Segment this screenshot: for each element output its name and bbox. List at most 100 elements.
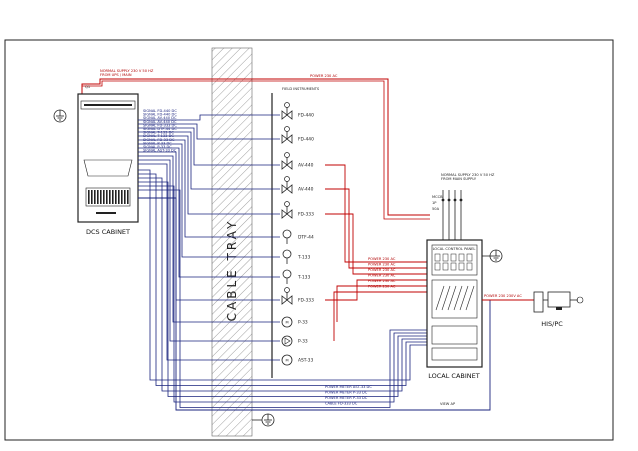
signal-label: SIGNAL AV-440 DC	[143, 120, 177, 124]
signal-cable	[138, 139, 280, 238]
local-power-label: POWER 230 AC	[368, 285, 396, 289]
transmitter-icon	[282, 229, 292, 244]
valve-icon	[281, 201, 293, 219]
relay-mark	[447, 285, 457, 311]
instrument-tag: DTF-44	[298, 235, 314, 241]
instrument-tag: FD-440	[298, 137, 314, 143]
signal-cable	[138, 123, 280, 140]
signal-label: SIGNAL T-133 DC	[143, 131, 174, 135]
dcs-io-cards	[85, 187, 131, 207]
local-power-label: POWER 230 AC	[368, 279, 396, 283]
cabinet-device	[434, 253, 441, 262]
cable-tray-label: CABLE TRAY	[225, 219, 239, 322]
return-cable	[138, 177, 427, 392]
breaker-label-1: MCCB	[432, 195, 443, 199]
transmitter-icon	[282, 269, 292, 284]
signal-label: SIGNAL P-33 DC	[143, 145, 172, 149]
signal-label: SIGNAL FD-440 DC	[143, 113, 177, 117]
signal-cable	[138, 151, 280, 301]
instrument-tag: T-133	[297, 255, 310, 261]
dcs-supply-label: NORMAL SUPPLY 230 V 50 HZ	[100, 69, 154, 73]
dcs-supply-label-2: FROM UPS / MAIN	[100, 73, 132, 77]
valve-icon	[281, 152, 293, 170]
bottom-cable-label: POWER METER P-33 DC	[325, 396, 368, 400]
hmi-label: HIS/PC	[541, 320, 563, 328]
signal-cable	[138, 127, 280, 166]
instrument-tag: AST-33	[298, 358, 313, 364]
signal-cable	[138, 114, 280, 121]
cabinet-device	[442, 262, 449, 271]
signal-label: SIGNAL FD-333 DC	[143, 123, 177, 127]
local-cabinet-label: LOCAL CABINET	[428, 372, 480, 380]
relay-mark	[465, 285, 475, 311]
motor-symbol: M	[285, 321, 288, 325]
bottom-right-label: VIEW AP	[440, 402, 456, 406]
signal-label: SIGNAL P-33 DC	[143, 141, 172, 145]
instrument-tag: P-33	[298, 339, 308, 345]
earth-icon	[53, 109, 67, 123]
return-cable	[138, 181, 427, 397]
relay-mark	[435, 285, 445, 311]
signal-cable	[138, 147, 280, 278]
cabinet-device	[466, 253, 473, 262]
instrument-power-line	[333, 291, 427, 341]
return-cable	[138, 173, 427, 386]
valve-icon	[281, 102, 293, 120]
signal-label: SIGNAL AV-440 DC	[143, 116, 177, 120]
local-power-label: POWER 230 AC	[368, 274, 396, 278]
bottom-cable-labels: POWER METER AST-33 DC POWER METER P-33 DC…	[325, 385, 372, 406]
hmi-station: POWER 230 230V AC HIS/PC	[482, 291, 584, 328]
motor-icon: M	[281, 316, 293, 328]
dcs-cabinet-label: DCS CABINET	[86, 228, 130, 236]
motor-icon: M	[281, 354, 293, 366]
bottom-cable-label: POWER METER AST-33 DC	[325, 385, 372, 389]
bottom-cable-label: CABLE FD-333 DC	[325, 402, 358, 406]
signal-cable	[138, 131, 280, 190]
cabinet-device	[466, 262, 473, 271]
transmitter-icon	[282, 249, 292, 264]
signal-label: SIGNAL DTF-44 DC	[143, 127, 177, 131]
local-power-label: POWER 230 AC	[368, 257, 396, 261]
signal-label: SIGNAL AST-33 DC	[143, 149, 177, 153]
relay-mark	[459, 285, 469, 311]
cabinet-device	[442, 253, 449, 262]
instrument-tag: FD-333	[298, 298, 314, 304]
instrument-tag: AV-440	[298, 187, 314, 193]
instrument-tag: T-133	[297, 275, 310, 281]
local-supply-label-2: FROM MAIN SUPPLY	[441, 177, 477, 181]
field-instruments: FD-440FD-440AV-440AV-440FD-333DTF-44T-13…	[281, 102, 314, 366]
instrument-tag: FD-333	[298, 212, 314, 218]
instrument-tag: AV-440	[298, 163, 314, 169]
local-power-label: POWER 230 AC	[368, 268, 396, 272]
signal-cable	[138, 159, 280, 342]
dcs-supply: NORMAL SUPPLY 230 V 50 HZ FROM UPS / MAI…	[81, 69, 430, 220]
dcs-switch-label: Q1	[85, 85, 90, 89]
cabinet-device	[450, 253, 457, 262]
valve-icon	[281, 176, 293, 194]
breaker-label-3: 50A	[432, 207, 440, 211]
relay-mark	[441, 285, 451, 311]
valve-icon	[281, 126, 293, 144]
instrument-power-line	[325, 213, 427, 275]
local-panel-header: LOCAL CONTROL PANEL	[433, 247, 476, 251]
dcs-cabinet: DCS CABINET	[77, 93, 139, 236]
monitor-icon	[547, 291, 571, 308]
cabinet-device	[458, 253, 465, 262]
instrument-power-lines	[325, 164, 427, 341]
cable-tray: CABLE TRAY	[211, 47, 253, 437]
instrument-power-line	[325, 188, 427, 269]
pump-icon	[281, 335, 293, 347]
local-power-label: POWER 230 AC	[368, 263, 396, 267]
signal-cable	[138, 135, 280, 215]
breaker-label-2: 1P	[432, 201, 437, 205]
instrument-tag: P-33	[298, 320, 308, 326]
hmi-earth-icon	[576, 296, 584, 304]
return-cable	[138, 169, 427, 381]
signal-label: SIGNAL FD-440 DC	[143, 109, 177, 113]
top-power-label: POWER 230 AC	[310, 74, 338, 78]
hmi-power-label: POWER 230 230V AC	[484, 294, 522, 298]
valve-icon	[281, 287, 293, 305]
